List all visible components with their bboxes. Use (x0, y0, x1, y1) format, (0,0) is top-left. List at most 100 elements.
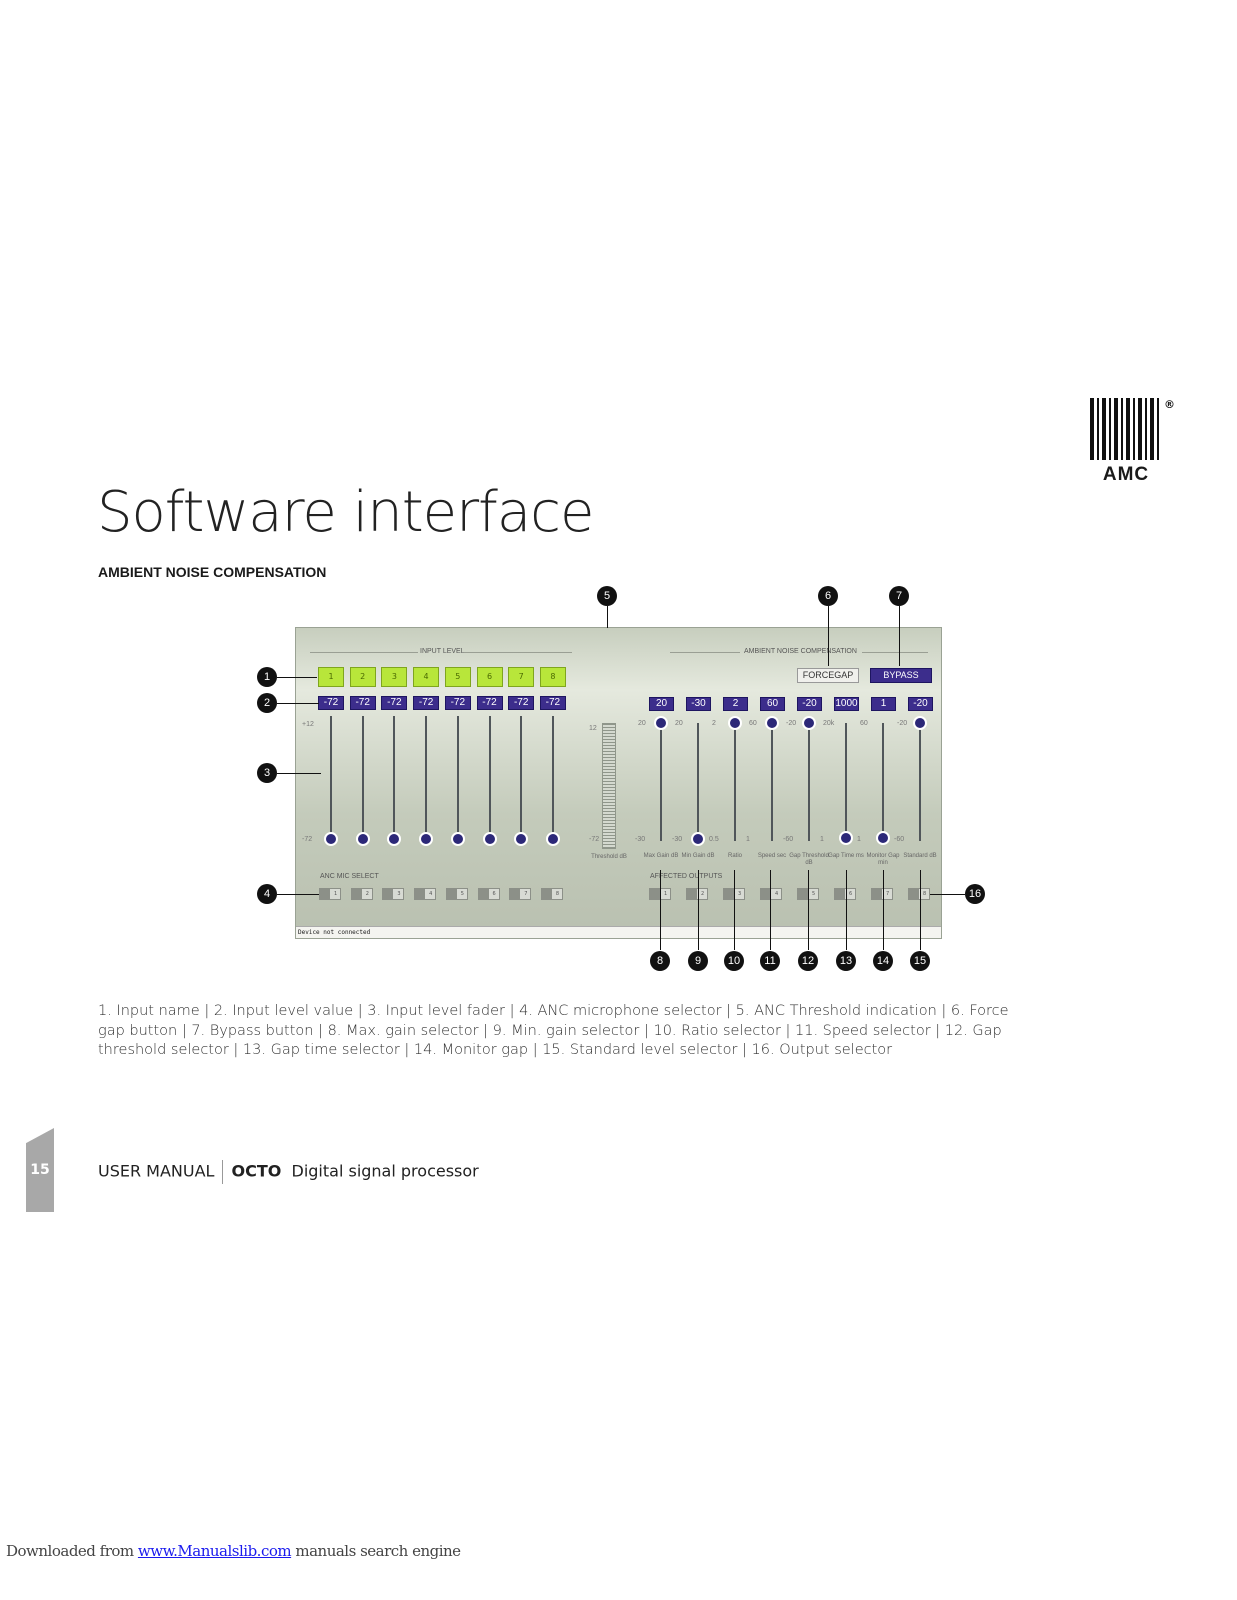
anc-control-label: Min Gain dB (681, 853, 715, 859)
anc-fader-knob[interactable] (913, 716, 927, 730)
input-level-value[interactable]: -72 (508, 696, 535, 710)
input-name-box[interactable]: 6 (476, 667, 503, 687)
input-fader-knob[interactable] (450, 832, 465, 846)
anc-value-box[interactable]: 1 (871, 697, 896, 711)
anc-mic-button[interactable]: 4 (414, 888, 437, 900)
anc-mic-select-label: ANC MIC SELECT (320, 873, 379, 880)
anc-scale-bottom: 1 (820, 836, 824, 843)
anc-control-label: Gap Threshold dB (789, 853, 829, 866)
anc-scale-top: 60 (749, 720, 757, 727)
anc-scale-bottom: -60 (894, 836, 905, 843)
anc-scale-top: 20 (638, 720, 646, 727)
input-name-box[interactable]: 4 (413, 667, 440, 687)
input-fader-track (488, 716, 491, 838)
input-level-value[interactable]: -72 (476, 696, 503, 710)
anc-fader-track (919, 723, 921, 841)
anc-fader-track (660, 723, 662, 841)
callout-line (899, 606, 900, 666)
manualslib-link[interactable]: www.Manualslib.com (137, 1542, 292, 1560)
input-fader-track (361, 716, 364, 838)
fader-scale-top: +12 (302, 721, 314, 728)
anc-value-box[interactable]: -20 (908, 697, 933, 711)
input-level-value[interactable]: -72 (381, 696, 408, 710)
input-name-box[interactable]: 3 (381, 667, 408, 687)
input-fader-knob[interactable] (482, 832, 497, 846)
input-fader-knob[interactable] (355, 832, 370, 846)
anc-fader-knob[interactable] (654, 716, 668, 730)
anc-mic-button[interactable]: 1 (319, 888, 341, 900)
anc-mic-button[interactable]: 3 (382, 888, 405, 900)
anc-fader-knob[interactable] (765, 716, 779, 730)
callout-marker: 16 (965, 884, 985, 904)
input-level-value[interactable]: -72 (413, 696, 440, 710)
input-name-box[interactable]: 1 (318, 667, 344, 687)
input-level-value[interactable]: -72 (349, 696, 376, 710)
input-fader-knob[interactable] (514, 832, 529, 846)
output-button[interactable]: 8 (908, 888, 930, 900)
anc-value-box[interactable]: -20 (797, 697, 822, 711)
button-number: 7 (524, 891, 528, 897)
anc-fader-knob[interactable] (876, 831, 890, 845)
callout-line (734, 870, 735, 950)
anc-fader-knob[interactable] (839, 831, 853, 845)
input-name-box[interactable]: 7 (508, 667, 535, 687)
callout-marker: 3 (257, 763, 277, 783)
input-level-value[interactable]: -72 (444, 696, 471, 710)
button-square (478, 889, 489, 899)
section-subtitle: AMBIENT NOISE COMPENSATION (98, 564, 327, 580)
anc-fader-knob[interactable] (802, 716, 816, 730)
input-fader-track (393, 716, 396, 838)
button-square (835, 889, 845, 899)
download-suffix: manuals search engine (291, 1542, 461, 1560)
button-number: 8 (923, 891, 927, 897)
callout-marker: 11 (760, 951, 780, 971)
figure-caption: 1. Input name | 2. Input level value | 3… (98, 1003, 1009, 1058)
callout-line (660, 870, 661, 950)
callout-line (277, 773, 321, 774)
callout-marker: 4 (257, 884, 277, 904)
callout-line (277, 894, 319, 895)
callout-marker: 7 (889, 586, 909, 606)
input-fader-track (551, 716, 554, 838)
input-name-box[interactable]: 8 (539, 667, 566, 687)
input-fader-knob[interactable] (545, 832, 560, 846)
page-number: 15 (30, 1162, 50, 1178)
input-name-box[interactable]: 2 (349, 667, 376, 687)
anc-mic-button[interactable]: 6 (477, 888, 500, 900)
anc-mic-button[interactable]: 5 (445, 888, 468, 900)
anc-control-label: Speed sec (757, 853, 787, 859)
output-button[interactable]: 2 (686, 888, 708, 900)
output-button[interactable]: 6 (834, 888, 856, 900)
button-number: 5 (812, 891, 816, 897)
button-number: 6 (492, 891, 496, 897)
anc-mic-button[interactable]: 8 (540, 888, 563, 900)
input-fader-knob[interactable] (419, 832, 434, 846)
forcegap-button[interactable]: FORCEGAP (797, 668, 859, 683)
input-fader-track (520, 716, 523, 838)
button-square (724, 889, 734, 899)
anc-mic-button[interactable]: 7 (509, 888, 532, 900)
output-button[interactable]: 4 (760, 888, 782, 900)
button-square (320, 889, 330, 899)
input-level-value[interactable]: -72 (539, 696, 566, 710)
anc-fader-knob[interactable] (691, 832, 705, 846)
anc-value-box[interactable]: 1000 (834, 697, 859, 711)
anc-value-box[interactable]: 20 (649, 697, 674, 711)
input-level-value[interactable]: -72 (318, 696, 344, 710)
output-button[interactable]: 7 (871, 888, 893, 900)
anc-value-box[interactable]: 60 (760, 697, 785, 711)
button-number: 5 (460, 891, 464, 897)
input-fader-knob[interactable] (324, 832, 338, 846)
input-fader-knob[interactable] (387, 832, 402, 846)
input-level-label: INPUT LEVEL (420, 648, 465, 655)
anc-mic-button[interactable]: 2 (350, 888, 373, 900)
callout-marker: 13 (836, 951, 856, 971)
input-name-box[interactable]: 5 (444, 667, 471, 687)
callout-marker: 8 (650, 951, 670, 971)
anc-value-box[interactable]: -30 (686, 697, 711, 711)
anc-value-box[interactable]: 2 (723, 697, 748, 711)
button-square (909, 889, 919, 899)
anc-scale-bottom: -60 (783, 836, 794, 843)
bypass-button[interactable]: BYPASS (870, 668, 932, 683)
anc-fader-knob[interactable] (728, 716, 742, 730)
